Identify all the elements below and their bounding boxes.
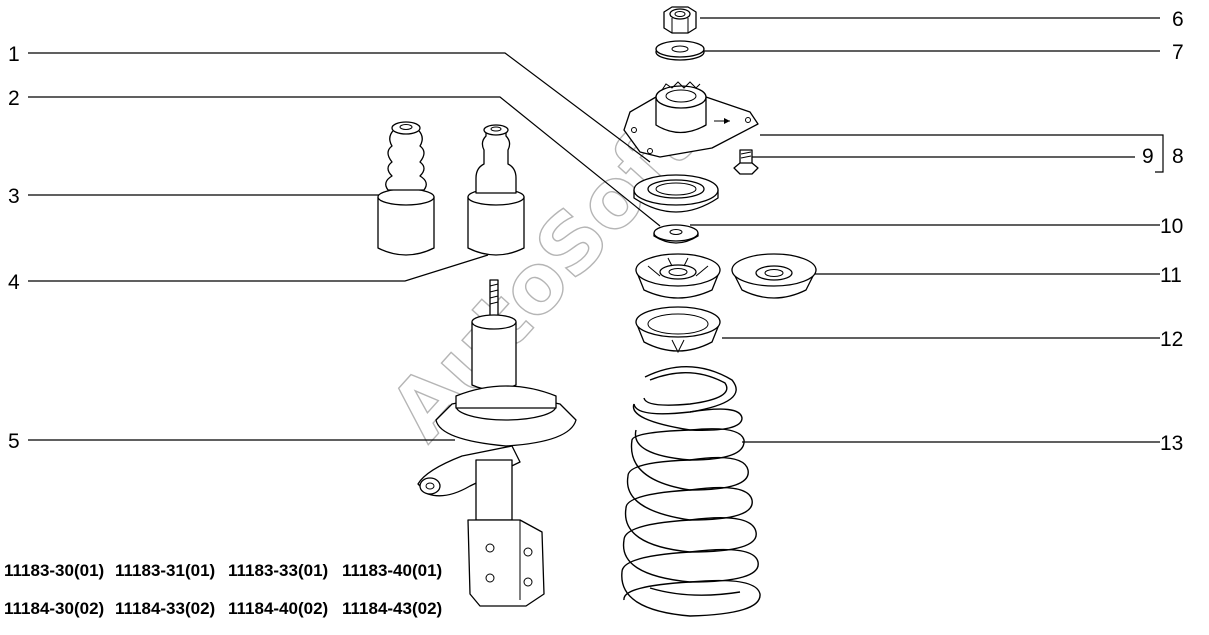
code-row1-col3: 11183-33(01) [228,561,328,580]
part-upper-support [623,81,759,158]
part-coil-spring [621,366,761,617]
application-codes: 11183-30(01) 11183-31(01) 11183-33(01) 1… [4,561,442,618]
code-row2-col2: 11184-33(02) [115,599,215,618]
callout-6: 6 [1172,8,1184,31]
code-row1-col1: 11183-30(01) [4,561,104,580]
callout-1: 1 [8,43,20,66]
part-spring-seat-alt [731,253,817,299]
code-row2-col1: 11184-30(02) [4,599,104,618]
code-row1-col2: 11183-31(01) [115,561,215,580]
callout-11: 11 [1160,264,1182,287]
part-protective-boot [467,124,525,256]
part-bearing [633,174,719,213]
callout-8: 8 [1172,145,1184,168]
code-row2-col3: 11184-40(02) [228,599,328,618]
callout-10: 10 [1160,215,1183,238]
code-row2-col4: 11184-43(02) [342,599,442,618]
callout-9: 9 [1142,145,1154,168]
callout-7: 7 [1172,41,1184,64]
callout-numbers: 1 2 3 4 5 6 7 8 9 10 11 12 13 [8,8,1184,455]
part-bolt [733,149,759,175]
part-spring-insulator [635,306,721,354]
callout-3: 3 [8,185,20,208]
part-nut [663,6,697,34]
leader-lines [28,17,1164,443]
part-upper-spring-seat [635,253,721,299]
part-washer [655,40,705,61]
callout-5: 5 [8,430,20,453]
callout-2: 2 [8,87,20,110]
callout-12: 12 [1160,328,1183,351]
callout-4: 4 [8,271,20,294]
part-strut-assembly [417,279,577,607]
part-bump-stop [377,121,435,256]
code-row1-col4: 11183-40(01) [342,561,442,580]
callout-13: 13 [1160,432,1183,455]
part-spacer-washer [653,224,699,244]
